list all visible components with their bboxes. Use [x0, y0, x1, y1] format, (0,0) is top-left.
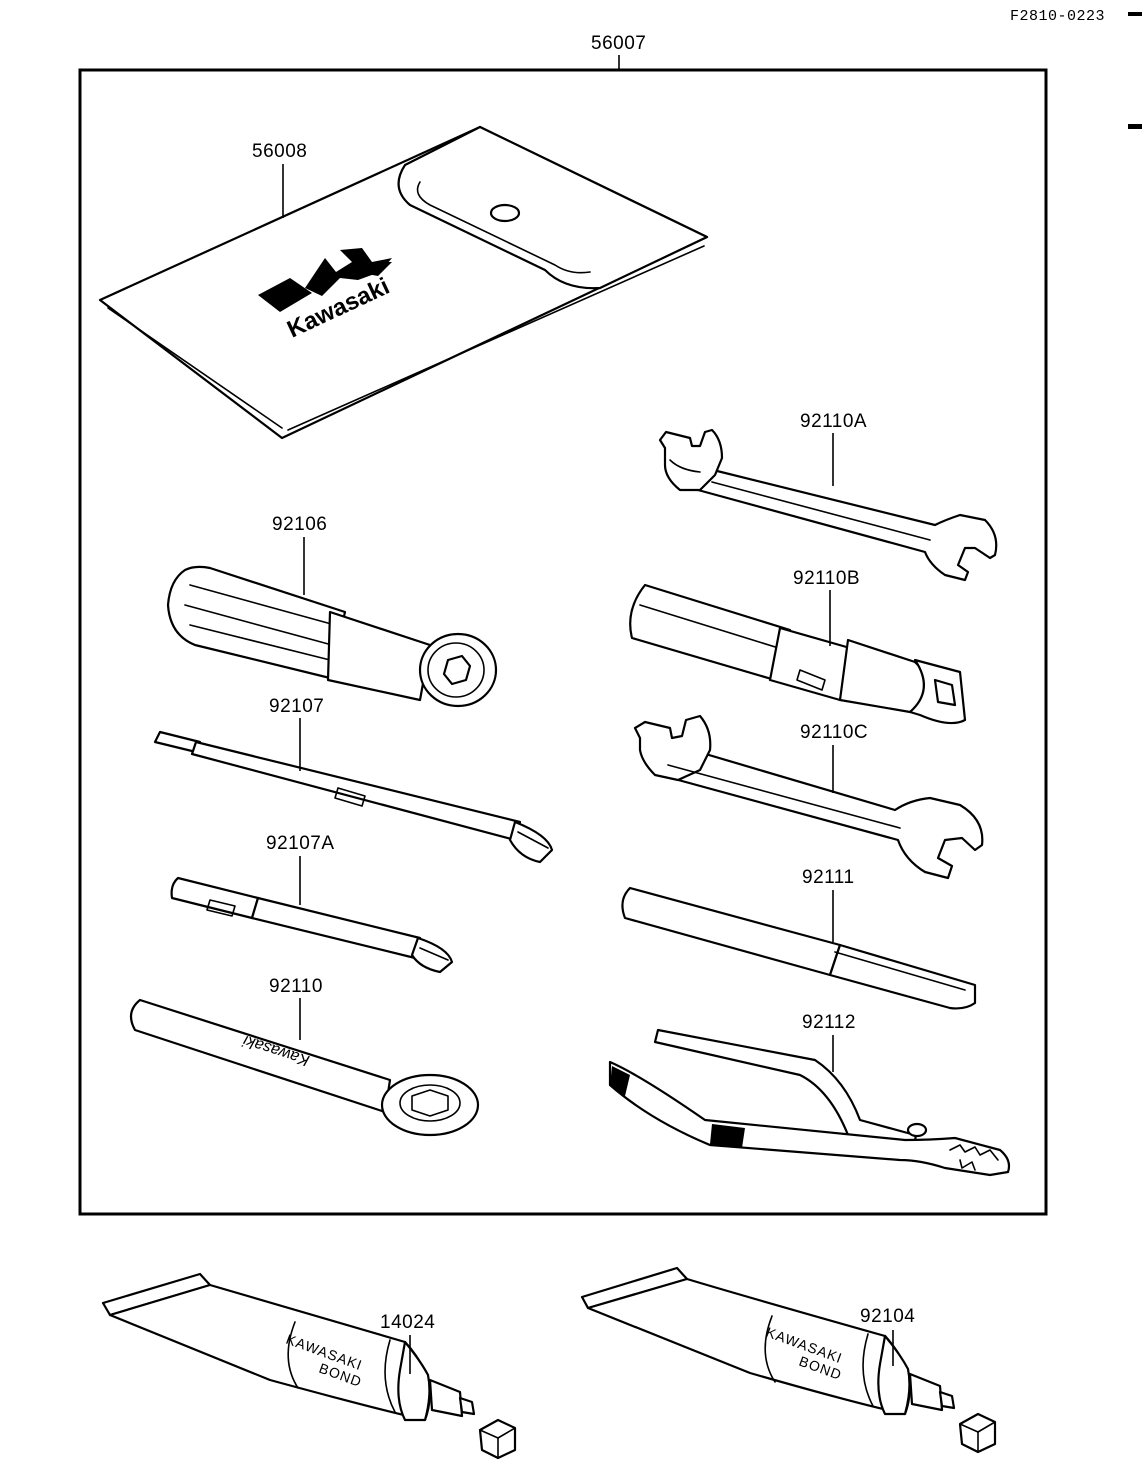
screwdriver-bit: [153, 730, 554, 864]
margin-mark-middle: [1128, 124, 1142, 129]
label-screwdriver-bit-a: 92107A: [266, 833, 335, 854]
label-bag: 56008: [252, 141, 308, 162]
label-kit: 56007: [591, 33, 647, 54]
label-spark-plug-wrench: 92110B: [793, 568, 861, 589]
spark-plug-wrench: [629, 583, 967, 725]
label-ring-wrench: 92110: [269, 976, 323, 997]
margin-mark-top: [1128, 12, 1142, 16]
label-bond-tube-2: 92104: [860, 1306, 916, 1327]
bond-tube-2: KAWASAKI BOND: [580, 1266, 997, 1454]
pliers: [608, 1028, 1011, 1177]
open-end-wrench-a: [658, 428, 998, 582]
label-screwdriver-handle: 92106: [272, 514, 328, 535]
label-screwdriver-bit: 92107: [269, 696, 325, 717]
reference-code: F2810-0223: [1010, 8, 1106, 25]
kit-border: [78, 68, 1048, 1216]
ring-wrench: Kawasaki: [129, 998, 480, 1137]
extension-bar: [621, 886, 977, 1010]
label-wrench-a: 92110A: [800, 411, 868, 432]
label-pliers: 92112: [802, 1012, 856, 1033]
bond-tube-1: KAWASAKI BOND: [101, 1272, 517, 1460]
tool-bag: Kawasaki: [98, 125, 709, 440]
screwdriver-bit-a: [170, 876, 454, 974]
label-wrench-c: 92110C: [800, 722, 869, 743]
screwdriver-handle: [166, 565, 498, 708]
label-bond-tube-1: 14024: [380, 1312, 436, 1333]
open-end-wrench-c: [633, 714, 984, 880]
label-extension-bar: 92111: [802, 867, 855, 888]
